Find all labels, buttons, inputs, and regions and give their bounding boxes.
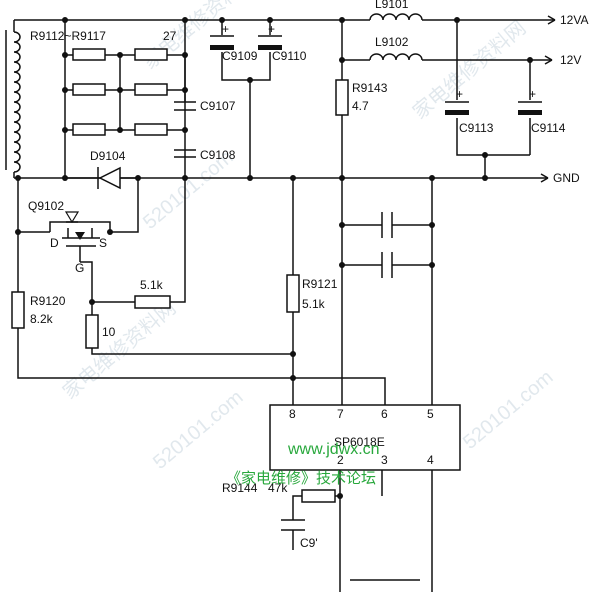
- label-12va: 12VA: [560, 13, 588, 27]
- svg-text:+: +: [222, 22, 229, 36]
- website-watermark: www.jdwx.cn: [287, 441, 380, 458]
- forum-watermark: 《家电维修》技术论坛: [226, 469, 376, 487]
- watermark: 520101.com: [459, 366, 557, 454]
- label-r9120: R9120: [30, 294, 66, 308]
- capacitor-c9114: +: [518, 87, 542, 115]
- ic-pin-6: 6: [381, 407, 388, 421]
- svg-text:+: +: [456, 87, 463, 101]
- resistor-r9144: [301, 489, 336, 503]
- capacitor-upper: [381, 212, 393, 238]
- label-r9143: R9143: [352, 81, 388, 95]
- transformer-winding: [5, 20, 21, 178]
- capacitor-c9110: +: [258, 22, 282, 50]
- label-r9143-value: 4.7: [352, 99, 369, 113]
- watermark-layer: 家电维修资料网 520101.com 家电维修资料网 520101.com 家电…: [58, 0, 557, 474]
- ic-pin-8: 8: [289, 407, 296, 421]
- label-pin-d: D: [50, 236, 59, 250]
- resistor-r9121: [286, 274, 300, 313]
- label-c9107: C9107: [200, 99, 236, 113]
- resistor-network: [72, 48, 168, 136]
- junction-dots: [15, 17, 533, 499]
- label-l9101: L9101: [375, 0, 409, 11]
- label-c9113: C9113: [459, 121, 494, 135]
- resistor-5k1: [134, 295, 171, 309]
- svg-text:+: +: [268, 22, 275, 36]
- capacitor-c9113: +: [445, 87, 469, 115]
- resistor-r9143: [335, 79, 349, 116]
- ic-pin-labels: 8 7 6 5 SP6018E 2 3 4: [289, 407, 434, 467]
- label-l9102: L9102: [375, 35, 409, 49]
- ic-pin-3: 3: [381, 453, 388, 467]
- label-c9-partial: C9': [300, 536, 318, 550]
- watermark: 家电维修资料网: [408, 16, 530, 124]
- inductor-l9101: [369, 13, 423, 26]
- ic-pin-7: 7: [337, 407, 344, 421]
- ic-pin-4: 4: [427, 453, 434, 467]
- inductor-l9102: [369, 53, 423, 66]
- resistor-r9120: [11, 291, 25, 329]
- ic-sp6018e: [269, 404, 461, 471]
- label-12v: 12V: [560, 53, 581, 67]
- label-pin-s: S: [99, 236, 107, 250]
- label-r9120-value: 8.2k: [30, 312, 54, 326]
- ic-pin-5: 5: [427, 407, 434, 421]
- component-labels: L9101 12VA L9102 12V GND R9112~R9117 27 …: [28, 0, 588, 550]
- diode-d9104: [90, 166, 138, 190]
- label-c9110: C9110: [272, 49, 307, 63]
- label-r9144: R9144: [222, 481, 258, 495]
- watermark: 520101.com: [149, 386, 247, 474]
- label-c9108: C9108: [200, 148, 236, 162]
- capacitor-c9-partial: [281, 519, 305, 531]
- wires: [14, 15, 556, 592]
- label-q9102: Q9102: [28, 199, 64, 213]
- label-d9104: D9104: [90, 149, 126, 163]
- label-r-range-value: 27: [163, 29, 177, 43]
- label-r-range: R9112~R9117: [30, 29, 106, 43]
- label-r9121: R9121: [302, 277, 338, 291]
- capacitor-lower: [381, 252, 393, 278]
- label-c9114: C9114: [531, 121, 566, 135]
- capacitor-c9107: [174, 55, 196, 111]
- label-10: 10: [102, 325, 116, 339]
- watermark: 家电维修资料网: [58, 296, 180, 404]
- label-5k1: 5.1k: [140, 278, 164, 292]
- svg-text:+: +: [529, 87, 536, 101]
- capacitor-c9108: [174, 149, 196, 158]
- label-r9144-value: 47k: [268, 481, 288, 495]
- capacitor-c9109: +: [210, 22, 234, 50]
- label-pin-g: G: [75, 261, 84, 275]
- resistor-10: [85, 314, 99, 349]
- ic-name: SP6018E: [334, 435, 385, 449]
- label-r9121-value: 5.1k: [302, 297, 326, 311]
- label-gnd: GND: [553, 171, 580, 185]
- label-c9109: C9109: [222, 49, 258, 63]
- mosfet-q9102: [62, 211, 100, 247]
- ic-pin-2: 2: [337, 453, 344, 467]
